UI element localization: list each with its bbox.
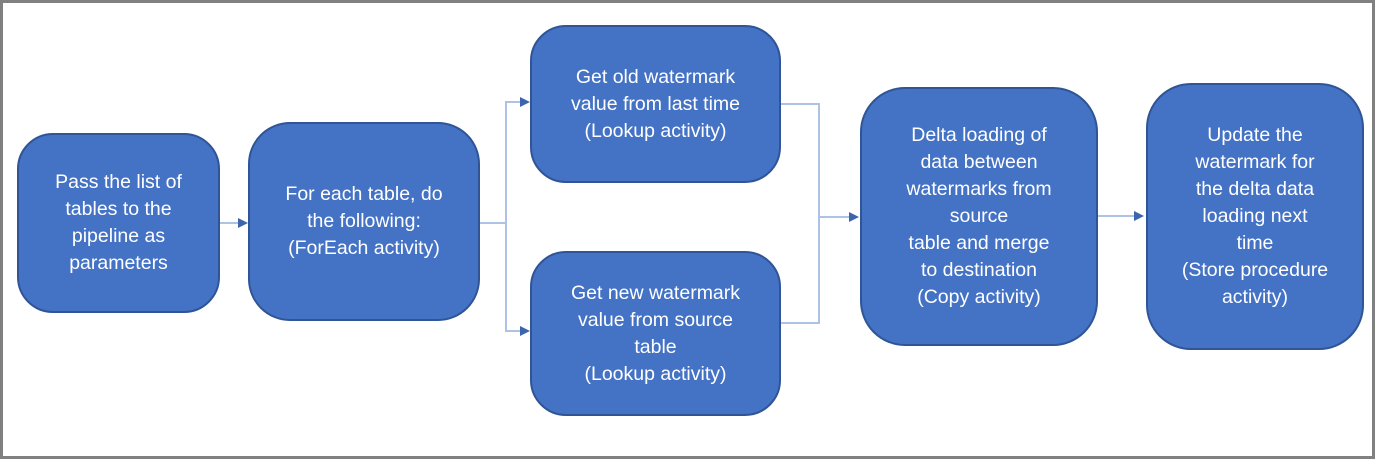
- arrowhead-branch-to-new-watermark: [520, 326, 530, 336]
- connector-foreach-stub: [480, 222, 506, 224]
- node-get-old-watermark: Get old watermark value from last time (…: [530, 25, 781, 183]
- node-update-watermark-label: Update the watermark for the delta data …: [1181, 124, 1329, 308]
- connector-branch-to-old-watermark: [507, 101, 521, 103]
- connector-merge-to-delta: [820, 216, 849, 218]
- arrowhead-pass-to-foreach: [238, 218, 248, 228]
- node-get-new-watermark: Get new watermark value from source tabl…: [530, 251, 781, 416]
- node-get-new-watermark-label: Get new watermark value from source tabl…: [570, 281, 741, 385]
- connector-old-watermark-out: [781, 103, 820, 105]
- node-pass-list-of-tables: Pass the list of tables to the pipeline …: [17, 133, 220, 313]
- node-delta-loading-label: Delta loading of data between watermarks…: [906, 124, 1052, 308]
- node-get-old-watermark-label: Get old watermark value from last time (…: [570, 65, 741, 142]
- connector-merge-vertical: [818, 103, 820, 324]
- node-foreach-table: For each table, do the following: (ForEa…: [248, 122, 480, 321]
- connector-branch-to-new-watermark: [507, 330, 521, 332]
- node-delta-loading: Delta loading of data between watermarks…: [860, 87, 1098, 346]
- connector-pass-to-foreach: [220, 222, 242, 224]
- arrowhead-merge-to-delta: [849, 212, 859, 222]
- arrowhead-delta-to-update: [1134, 211, 1144, 221]
- node-pass-list-of-tables-label: Pass the list of tables to the pipeline …: [55, 171, 182, 274]
- connector-new-watermark-out: [781, 322, 820, 324]
- arrowhead-branch-to-old-watermark: [520, 97, 530, 107]
- connector-delta-to-update: [1098, 215, 1135, 217]
- node-foreach-table-label: For each table, do the following: (ForEa…: [285, 183, 443, 259]
- connector-branch-vertical: [505, 101, 507, 332]
- node-update-watermark: Update the watermark for the delta data …: [1146, 83, 1364, 350]
